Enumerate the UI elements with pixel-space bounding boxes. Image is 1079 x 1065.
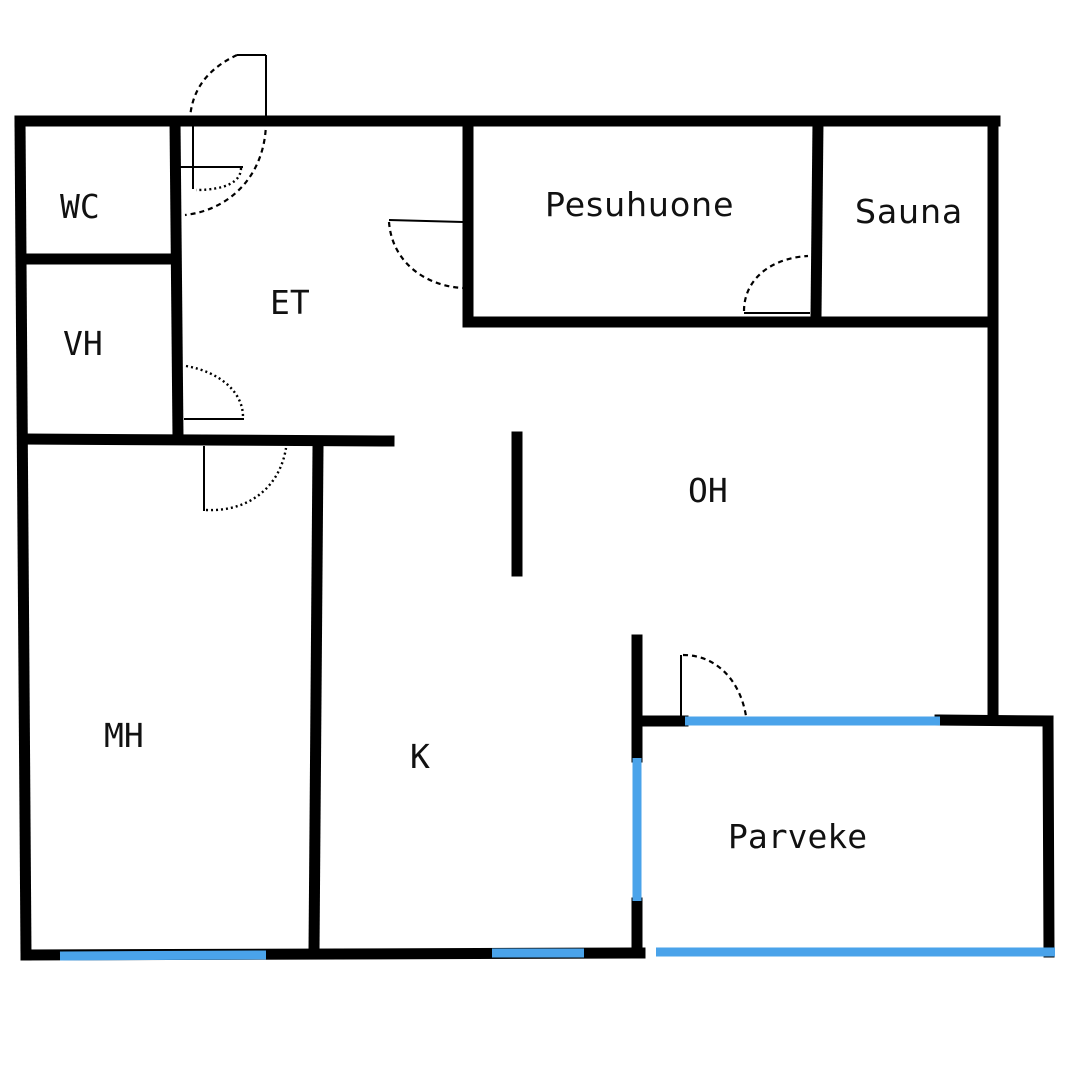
room-label-parveke: Parveke <box>728 817 867 856</box>
wall-left <box>14 115 32 961</box>
door-pesuhuone <box>387 219 464 290</box>
door-swing <box>188 54 238 119</box>
wall-balcony-right <box>1042 715 1055 958</box>
doors <box>180 54 810 717</box>
room-label-k: K <box>410 737 430 776</box>
room-label-wc: WC <box>60 187 100 226</box>
room-labels: WC VH ET Pesuhuone Sauna OH MH K Parveke <box>60 185 963 856</box>
door-swing <box>682 653 748 717</box>
door-swing <box>387 221 464 290</box>
room-label-vh: VH <box>63 324 103 363</box>
door-swing <box>185 364 245 418</box>
room-label-et: ET <box>270 283 310 322</box>
wall-wc-right <box>169 115 184 443</box>
balcony-walls <box>631 634 1055 959</box>
windows <box>59 716 1055 961</box>
room-label-oh: OH <box>688 471 728 510</box>
room-label-sauna: Sauna <box>855 192 963 231</box>
door-entrance <box>184 54 268 217</box>
wall-balcony-top-right <box>934 714 1054 727</box>
door-swing <box>184 120 268 217</box>
room-label-mh: MH <box>104 716 144 755</box>
window-mh-bottom <box>59 950 267 961</box>
wall-mh-k-divider <box>308 441 324 957</box>
door-swing <box>205 447 288 512</box>
door-swing <box>195 167 243 192</box>
door-vh <box>184 364 245 420</box>
door-swing <box>742 254 809 312</box>
room-label-pesuhuone: Pesuhuone <box>545 185 734 224</box>
door-wc <box>180 125 243 192</box>
wall-sauna-left <box>810 115 824 322</box>
interior-walls <box>16 115 999 957</box>
door-parveke <box>680 653 748 717</box>
door-sauna <box>742 254 810 314</box>
door-mh <box>203 446 288 512</box>
wall-vh-bottom <box>18 433 395 447</box>
door-leaf <box>388 219 464 223</box>
